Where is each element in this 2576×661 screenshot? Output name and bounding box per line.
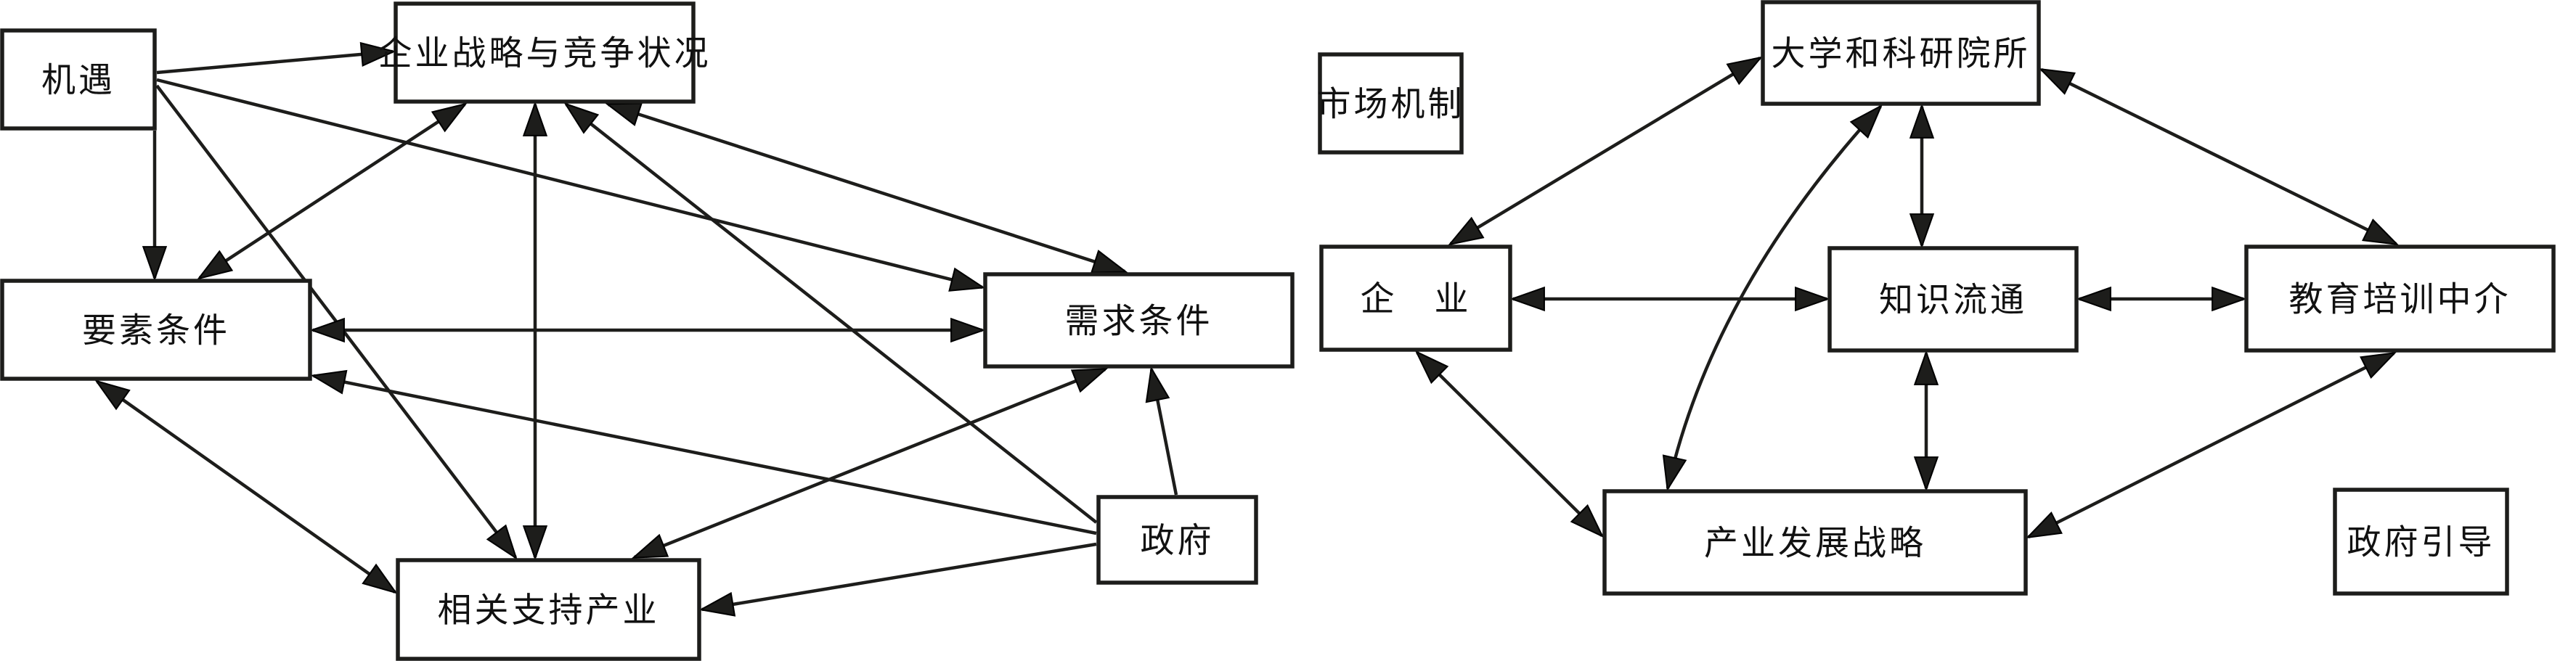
- edge-universities-education-training-bidirectional-arrow: [2042, 70, 2396, 244]
- node-government-box: [1096, 495, 1258, 585]
- node-factor-conditions-label: 要素条件: [82, 313, 230, 350]
- node-enterprise: 企 业: [1319, 245, 1512, 352]
- node-demand-conditions-label: 需求条件: [1065, 303, 1213, 341]
- edge-opportunity-strategy-arrow: [156, 52, 393, 75]
- node-factor-conditions-box: [0, 279, 312, 381]
- node-opportunity: 机遇: [0, 28, 157, 131]
- edge-strategy-factor-conditions-bidirectional-arrow: [200, 104, 465, 278]
- edge-government-demand-conditions-arrow: [1152, 369, 1178, 496]
- node-education-training-box: [2244, 245, 2556, 353]
- node-enterprise-label: 企 业: [1361, 281, 1472, 319]
- node-government-guidance-label: 政府引导: [2347, 525, 2495, 562]
- node-industry-strategy-box: [1602, 489, 2028, 596]
- edge-government-related-industries-arrow: [702, 542, 1097, 609]
- node-universities-label: 大学和科研院所: [1772, 36, 2031, 73]
- node-knowledge-flow-label: 知识流通: [1879, 282, 2027, 320]
- edge-factor-conditions-related-industries-bidirectional-arrow: [97, 382, 395, 592]
- edge-government-factor-conditions-arrow: [314, 376, 1097, 535]
- node-demand-conditions-box: [983, 272, 1295, 369]
- node-demand-conditions: 需求条件: [983, 272, 1295, 369]
- edge-demand-conditions-related-industries-bidirectional-arrow: [635, 367, 1105, 559]
- node-universities: 大学和科研院所: [1761, 0, 2041, 106]
- node-strategy: 企业战略与竞争状况: [378, 1, 712, 104]
- node-market-mechanism-label: 市场机制: [1317, 86, 1465, 124]
- node-government-guidance-box: [2333, 488, 2509, 596]
- node-enterprise-box: [1319, 245, 1512, 352]
- node-industry-strategy-label: 产业发展战略: [1704, 525, 1926, 563]
- regional-innovation-system-edges: [1417, 58, 2396, 537]
- edge-strategy-demand-conditions-bidirectional-arrow: [608, 104, 1125, 271]
- porter-diamond-model-edges: [97, 52, 1178, 609]
- edge-enterprise-industry-strategy-bidirectional-arrow: [1417, 353, 1602, 535]
- node-education-training: 教育培训中介: [2244, 245, 2556, 353]
- node-related-industries: 相关支持产业: [396, 558, 701, 661]
- node-universities-box: [1761, 0, 2041, 106]
- node-strategy-box: [394, 1, 696, 104]
- node-factor-conditions: 要素条件: [0, 279, 312, 381]
- node-related-industries-label: 相关支持产业: [438, 592, 660, 630]
- edge-education-training-industry-strategy-bidirectional-arrow: [2029, 353, 2394, 537]
- node-knowledge-flow: 知识流通: [1827, 246, 2079, 353]
- node-knowledge-flow-box: [1827, 246, 2079, 353]
- node-market-mechanism: 市场机制: [1317, 52, 1465, 155]
- edge-enterprise-universities-bidirectional-arrow: [1451, 58, 1760, 244]
- node-education-training-label: 教育培训中介: [2289, 282, 2511, 319]
- edge-universities-industry-strategy-bidirectional-arrow: [1668, 107, 1880, 488]
- node-related-industries-box: [396, 558, 701, 661]
- edge-opportunity-demand-conditions-arrow: [156, 78, 982, 287]
- node-industry-strategy: 产业发展战略: [1602, 489, 2028, 596]
- node-government-guidance: 政府引导: [2333, 488, 2509, 596]
- node-government: 政府: [1096, 495, 1258, 585]
- node-strategy-label: 企业战略与竞争状况: [378, 36, 712, 73]
- node-opportunity-label: 机遇: [41, 62, 115, 100]
- node-government-label: 政府: [1141, 522, 1215, 560]
- node-opportunity-box: [0, 28, 157, 131]
- node-market-mechanism-box: [1318, 52, 1464, 155]
